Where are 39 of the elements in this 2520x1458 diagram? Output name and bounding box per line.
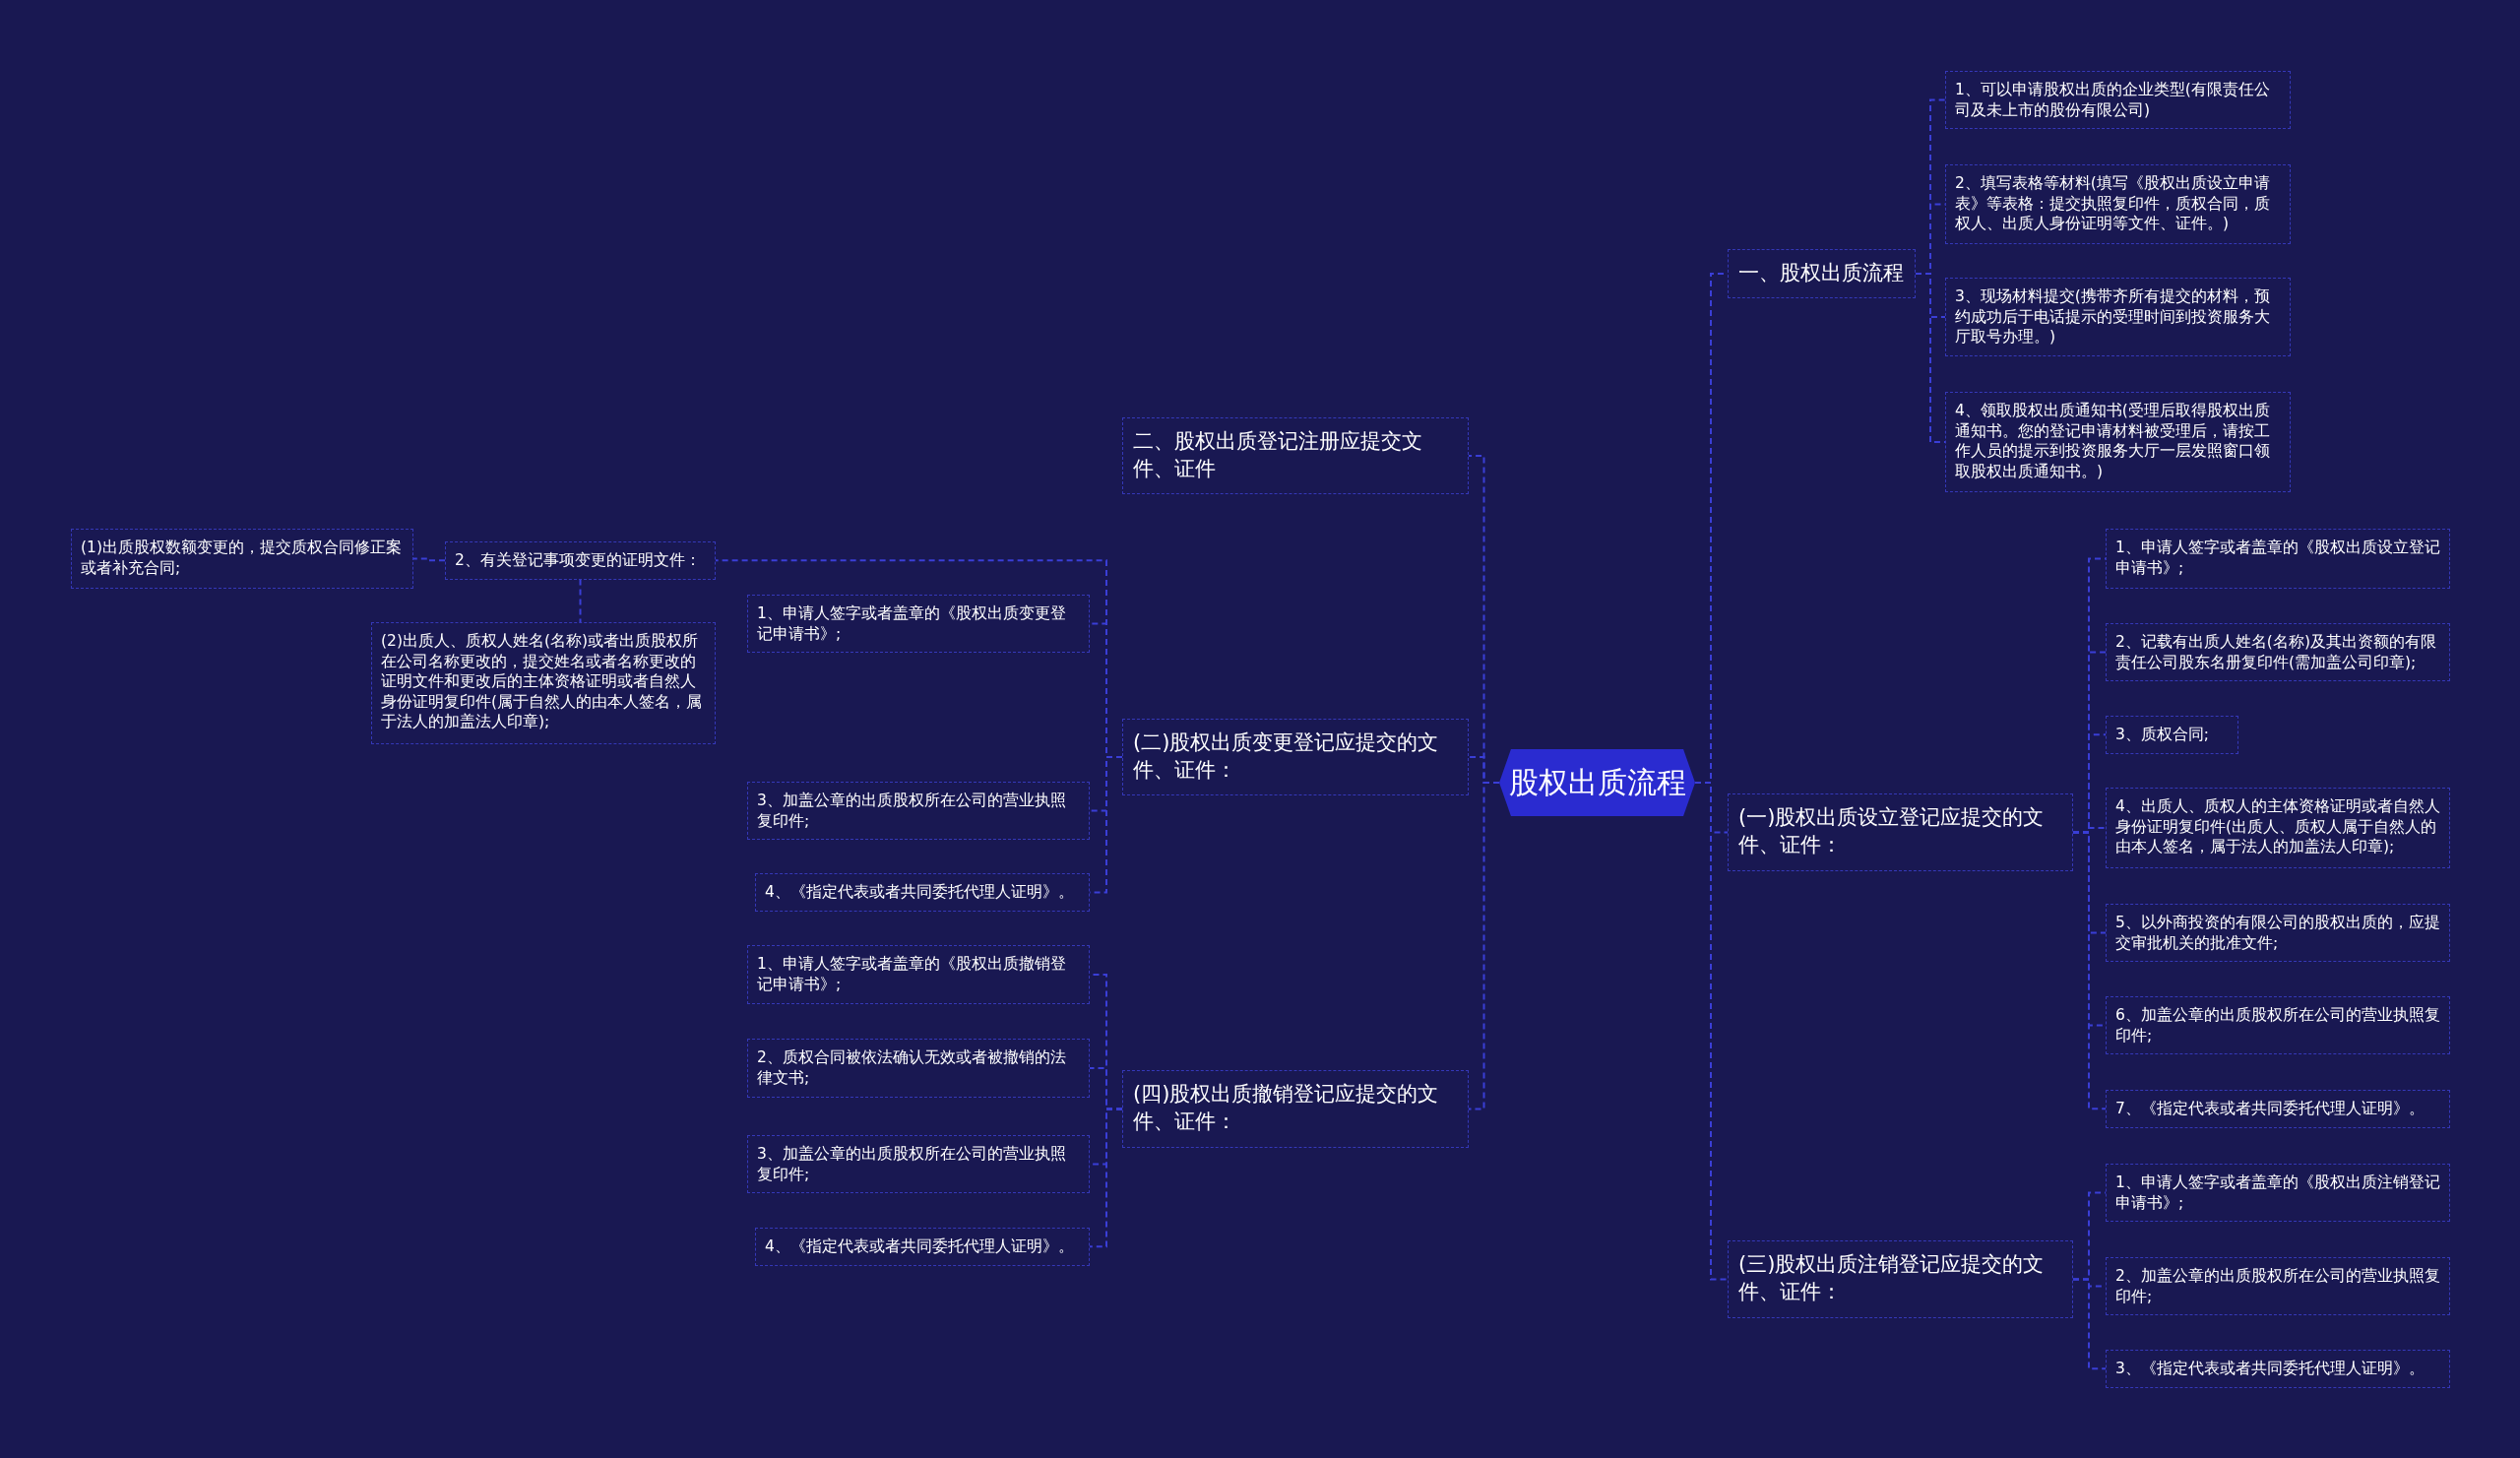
leaf-topic: 4、出质人、质权人的主体资格证明或者自然人身份证明复印件(出质人、质权人属于自然人的由本人签名，属于法人的加盖法人印章); bbox=[2106, 788, 2450, 868]
leaf-topic: 6、加盖公章的出质股权所在公司的营业执照复印件; bbox=[2106, 996, 2450, 1055]
leaf-topic: 3、现场材料提交(携带齐所有提交的材料，预约成功后于电话提示的受理时间到投资服务大厅取号办理。) bbox=[1945, 278, 2291, 356]
leaf-topic: 7、《指定代表或者共同委托代理人证明》。 bbox=[2106, 1090, 2450, 1128]
leaf-topic: 2、记载有出质人姓名(名称)及其出资额的有限责任公司股东名册复印件(需加盖公司印章); bbox=[2106, 623, 2450, 682]
connector-line bbox=[412, 557, 446, 562]
branch-topic: (四)股权出质撤销登记应提交的文件、证件： bbox=[1122, 1070, 1469, 1148]
leaf-topic: 1、申请人签字或者盖章的《股权出质撤销登记申请书》; bbox=[747, 945, 1090, 1004]
branch-topic: (三)股权出质注销登记应提交的文件、证件： bbox=[1728, 1240, 2073, 1318]
connector-line bbox=[1089, 1108, 1123, 1248]
leaf-topic: 4、领取股权出质通知书(受理后取得股权出质通知书。您的登记申请材料被受理后，请按工作人员的提示到投资服务大厅一层发照窗口领取股权出质通知书。) bbox=[1945, 392, 2291, 492]
leaf-topic: 5、以外商投资的有限公司的股权出质的，应提交审批机关的批准文件; bbox=[2106, 904, 2450, 963]
central-topic: 股权出质流程 bbox=[1499, 749, 1695, 816]
connector-line bbox=[1089, 755, 1123, 894]
branch-topic: (二)股权出质变更登记应提交的文件、证件： bbox=[1122, 719, 1469, 795]
leaf-topic: 1、申请人签字或者盖章的《股权出质注销登记申请书》; bbox=[2106, 1164, 2450, 1223]
connector-line bbox=[2072, 831, 2107, 1110]
leaf-topic: 3、加盖公章的出质股权所在公司的营业执照复印件; bbox=[747, 1135, 1090, 1194]
branch-topic: 二、股权出质登记注册应提交文件、证件 bbox=[1122, 417, 1469, 494]
leaf-topic: 2、有关登记事项变更的证明文件： bbox=[445, 541, 716, 580]
leaf-topic: (1)出质股权数额变更的，提交质权合同修正案或者补充合同; bbox=[71, 529, 413, 589]
connector-line bbox=[1915, 272, 1946, 443]
leaf-topic: 1、申请人签字或者盖章的《股权出质变更登记申请书》; bbox=[747, 595, 1090, 654]
branch-topic: (一)股权出质设立登记应提交的文件、证件： bbox=[1728, 793, 2073, 871]
branch-topic: 一、股权出质流程 bbox=[1728, 249, 1916, 298]
leaf-topic: 3、《指定代表或者共同委托代理人证明》。 bbox=[2106, 1350, 2450, 1388]
leaf-topic: 4、《指定代表或者共同委托代理人证明》。 bbox=[755, 873, 1090, 912]
leaf-topic: 2、填写表格等材料(填写《股权出质设立申请表》等表格：提交执照复印件，质权合同，质权人、出质人身份证明等文件、证件。) bbox=[1945, 164, 2291, 244]
leaf-topic: 1、申请人签字或者盖章的《股权出质设立登记申请书》; bbox=[2106, 529, 2450, 589]
leaf-topic: 4、《指定代表或者共同委托代理人证明》。 bbox=[755, 1228, 1090, 1266]
leaf-topic: 3、质权合同; bbox=[2106, 716, 2238, 754]
connector-line bbox=[2072, 1278, 2107, 1370]
connector-line bbox=[1468, 782, 1500, 1110]
leaf-topic: 2、质权合同被依法确认无效或者被撤销的法律文书; bbox=[747, 1039, 1090, 1098]
leaf-topic: 1、可以申请股权出质的企业类型(有限责任公司及未上市的股份有限公司) bbox=[1945, 71, 2291, 130]
leaf-topic: 3、加盖公章的出质股权所在公司的营业执照复印件; bbox=[747, 782, 1090, 841]
leaf-topic: 2、加盖公章的出质股权所在公司的营业执照复印件; bbox=[2106, 1257, 2450, 1316]
leaf-topic: (2)出质人、质权人姓名(名称)或者出质股权所在公司名称更改的，提交姓名或者名称更改的证明文件和更改后的主体资格证明或者自然人身份证明复印件(属于自然人的由本人签名，属于法人的加盖法人印章); bbox=[371, 622, 716, 744]
connector-line bbox=[579, 578, 582, 623]
